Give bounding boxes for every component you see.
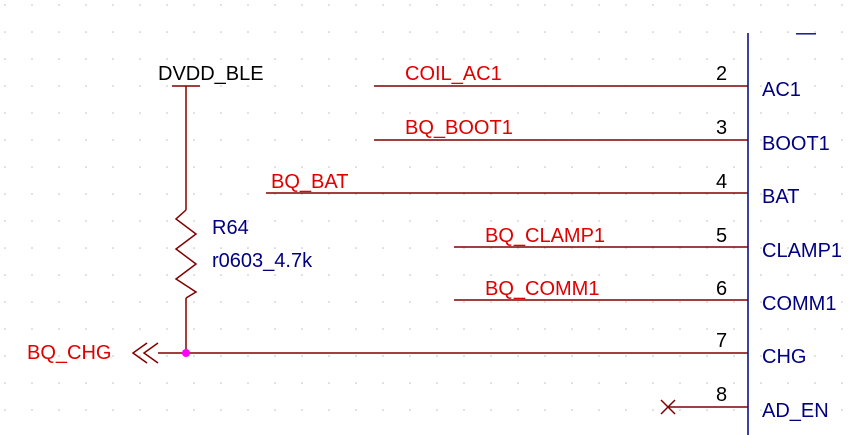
pin-number-7: 7 (716, 330, 727, 352)
pin-name-boot1: BOOT1 (762, 133, 830, 155)
offpage-net-label: BQ_CHG (27, 342, 111, 364)
pin-number-6: 6 (716, 278, 727, 300)
resistor-symbol (174, 209, 198, 299)
pin-name-ac1: AC1 (762, 79, 801, 101)
pin-number-5: 5 (716, 225, 727, 247)
junction-dot (182, 349, 190, 357)
pin-name-ad-en: AD_EN (762, 400, 829, 422)
pin-name-chg: CHG (762, 346, 806, 368)
resistor-value: r0603_4.7k (212, 250, 313, 272)
pin-name-clamp1: CLAMP1 (762, 240, 842, 262)
pin-number-3: 3 (716, 117, 727, 139)
resistor-ref: R64 (212, 217, 249, 239)
pin-number-4: 4 (716, 171, 727, 193)
net-label-bq-bat: BQ_BAT (271, 171, 348, 193)
net-label-bq-boot1: BQ_BOOT1 (405, 117, 513, 139)
net-label-bq-comm1: BQ_COMM1 (485, 278, 599, 300)
net-label-bq-clamp1: BQ_CLAMP1 (485, 225, 605, 247)
pin-name-bat: BAT (762, 186, 799, 208)
component-top-mark: — (796, 22, 816, 44)
offpage-connector (131, 342, 159, 364)
power-label: DVDD_BLE (158, 63, 264, 85)
pin-rows: COIL_AC1 2 AC1 BQ_BOOT1 3 BOOT1 BQ_BAT 4… (158, 63, 842, 422)
net-label-coil-ac1: COIL_AC1 (405, 63, 502, 85)
no-connect-marker (660, 399, 676, 415)
pin-number-8: 8 (716, 384, 727, 406)
pin-name-comm1: COMM1 (762, 293, 836, 315)
pin-number-2: 2 (716, 63, 727, 85)
